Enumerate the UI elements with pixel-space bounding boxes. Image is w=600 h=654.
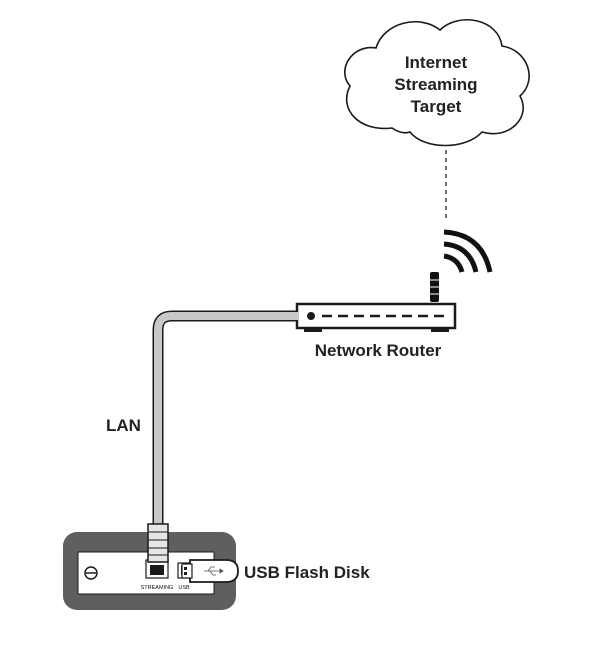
usb-port-label: USB <box>178 585 190 591</box>
router-icon <box>295 272 457 332</box>
wifi-waves-icon <box>443 229 493 273</box>
router-label: Network Router <box>315 341 442 360</box>
usb-symbol-icon <box>204 566 224 576</box>
rj45-plug-icon <box>147 523 169 563</box>
cloud-icon <box>344 18 530 147</box>
screw-icon <box>84 566 98 580</box>
lan-cable <box>152 310 298 528</box>
usb-disk-label: USB Flash Disk <box>244 563 370 582</box>
cloud-label-line1: Internet <box>405 53 468 72</box>
cloud-label-line2: Streaming <box>394 75 477 94</box>
streaming-port-label: STREAMING <box>141 585 174 591</box>
cloud-label-line3: Target <box>411 97 462 116</box>
streaming-port <box>145 559 169 579</box>
cable-label: LAN <box>106 416 141 435</box>
